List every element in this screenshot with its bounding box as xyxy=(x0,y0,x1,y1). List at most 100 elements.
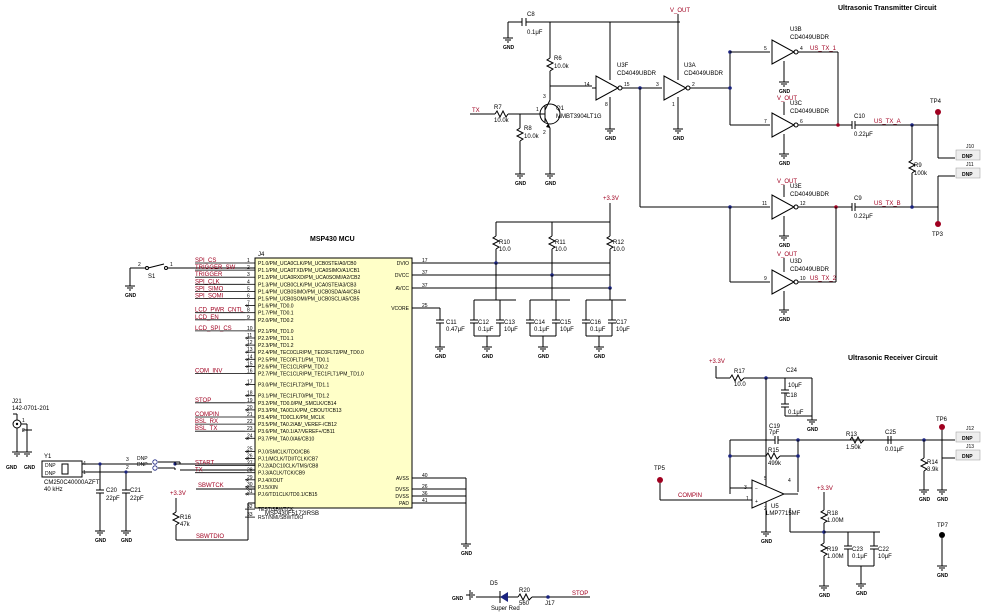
mcu-pin-name: VCORE xyxy=(391,306,409,312)
svg-text:LMP7715MF: LMP7715MF xyxy=(766,511,801,517)
svg-text:GND: GND xyxy=(919,497,931,503)
u3a-inverter: U3A CD4049UBDR 3 2 1 GND xyxy=(656,63,724,142)
mcu-net-label: SPI_SOMI xyxy=(195,294,224,300)
svg-text:V_OUT: V_OUT xyxy=(777,179,797,185)
mcu-pin-number: 25 xyxy=(422,303,428,309)
mcu-pin-name: P3.7/PM_TA0.0/A6/CB10 xyxy=(258,436,315,442)
svg-text:R17: R17 xyxy=(734,369,746,375)
u3b-inverter: U3B CD4049UBDR 5 4 US_TX_1 GND xyxy=(730,27,838,95)
svg-text:DNP: DNP xyxy=(45,463,56,469)
mcu-net-label: BSL_TX xyxy=(195,426,217,432)
svg-text:C15: C15 xyxy=(560,320,572,326)
s1-switch[interactable]: S1 2 1 GND xyxy=(124,262,255,299)
mcu-pin-name: P1.5/PM_UCB0SOMI/PM_UCB0SCL/A5/CB5 xyxy=(258,297,360,303)
svg-text:2: 2 xyxy=(138,262,141,268)
svg-text:GND: GND xyxy=(545,181,557,187)
mcu-pin-name: RST/NMI/SBWTDIO xyxy=(258,515,303,521)
dnp-connector-j10: J10 DNP xyxy=(938,144,981,161)
mcu-net-label: SPI_CS xyxy=(195,258,216,264)
svg-text:1: 1 xyxy=(83,470,86,476)
svg-text:C24: C24 xyxy=(786,368,798,374)
svg-text:C23: C23 xyxy=(852,547,864,553)
svg-text:5: 5 xyxy=(764,476,767,482)
svg-text:47k: 47k xyxy=(180,522,191,528)
mcu-pin-number: 28 xyxy=(247,468,253,474)
svg-text:Q1: Q1 xyxy=(556,106,565,112)
mcu-rpin-vcore: VCORE 25 xyxy=(391,303,428,312)
svg-text:0.1μF: 0.1μF xyxy=(788,410,804,416)
svg-text:10μF: 10μF xyxy=(788,383,802,389)
mcu-pin-name: DVIO xyxy=(397,261,409,267)
svg-text:CD4049UBDR: CD4049UBDR xyxy=(790,35,830,41)
mcu-pin-number: 5 xyxy=(247,286,250,292)
c16-capacitor: C16 0.1μF xyxy=(582,300,606,336)
svg-text:C11: C11 xyxy=(446,320,457,326)
mcu-pin-number: 19 xyxy=(247,398,253,404)
svg-text:1: 1 xyxy=(746,496,749,502)
svg-text:GND: GND xyxy=(95,538,107,544)
svg-text:US_TX_1: US_TX_1 xyxy=(810,46,837,52)
svg-text:1: 1 xyxy=(536,107,539,113)
svg-text:V_OUT: V_OUT xyxy=(777,96,797,102)
no-connect-mark: × xyxy=(246,449,249,455)
mcu-pin-11: ×P2.2/PM_TD1.111 xyxy=(245,333,294,342)
svg-text:DNP: DNP xyxy=(962,172,973,178)
u3e-inverter: U3E CD4049UBDR 11 12 GND xyxy=(762,184,830,249)
tp4-testpoint: TP4 xyxy=(930,99,942,125)
svg-text:1.00M: 1.00M xyxy=(827,518,844,524)
mcu-pin-name: P2.6/PM_TEC1CLR/PM_TD0.2 xyxy=(258,364,328,370)
mcu-pin-7: ×P1.6/PM_TD0.07 xyxy=(245,301,294,310)
no-connect-mark: × xyxy=(246,436,249,442)
mcu-pin-16: P2.7/PM_TEC1CLR/PM_TEC1FLT1/PM_TD1.016CO… xyxy=(195,369,364,378)
j21-connector: J21 142-0701-201 1 2 GND GND xyxy=(6,399,50,471)
svg-text:US_TX_B: US_TX_B xyxy=(874,201,901,207)
mcu-pin-number: 8 xyxy=(247,308,250,314)
svg-text:+3.3V: +3.3V xyxy=(170,491,186,497)
svg-text:C8: C8 xyxy=(527,12,535,18)
mcu-pin-number: 21 xyxy=(247,412,253,418)
mcu-pin-name: DVSS xyxy=(395,487,409,493)
mcu-pin-name: PJ.6/TD1CLK/TD0.1/CB15 xyxy=(258,492,318,498)
svg-text:U3E: U3E xyxy=(790,184,802,190)
dnp-connector-j13: J13 DNP xyxy=(942,444,981,461)
mcu-pin-number: 18 xyxy=(247,391,253,397)
r19-resistor: R19 1.00M xyxy=(819,542,844,582)
mcu-pin-number: 11 xyxy=(247,333,252,339)
svg-text:GND: GND xyxy=(937,573,949,579)
svg-text:+3.3V: +3.3V xyxy=(817,486,833,492)
u3f-inverter: U3F CD4049UBDR 14 15 8 GND xyxy=(584,63,657,142)
mcu-pin-15: ×P2.6/PM_TEC1CLR/PM_TD0.215 xyxy=(245,361,328,370)
mcu-pin-3: P1.2/PM_UCA0RXD/PM_UCA0SOMI/A2/CB23TRIGG… xyxy=(195,272,360,281)
c14-capacitor: C14 0.1μF xyxy=(526,300,550,336)
svg-text:GND: GND xyxy=(856,591,868,597)
no-connect-mark: × xyxy=(246,408,249,414)
svg-text:TP3: TP3 xyxy=(932,232,944,238)
svg-text:R19: R19 xyxy=(827,547,839,553)
r20-resistor: R20 560 xyxy=(517,588,533,607)
r9-resistor: R9 100k xyxy=(907,125,928,207)
svg-text:499k: 499k xyxy=(768,461,782,467)
r11-resistor: R11 10.0 xyxy=(547,222,567,275)
r15-resistor: R15 499k xyxy=(765,448,782,467)
svg-text:0.1μF: 0.1μF xyxy=(590,327,606,333)
svg-text:1: 1 xyxy=(170,262,173,268)
svg-text:0.1μF: 0.1μF xyxy=(478,327,494,333)
mcu-pin-number: 2 xyxy=(247,265,250,271)
svg-text:GND: GND xyxy=(594,354,606,360)
svg-text:2: 2 xyxy=(126,465,129,471)
mcu-body xyxy=(254,257,413,509)
svg-text:GND: GND xyxy=(779,317,791,323)
svg-text:J4: J4 xyxy=(258,252,265,258)
svg-text:CD4049UBDR: CD4049UBDR xyxy=(790,267,830,273)
tp3-testpoint: TP3 xyxy=(932,221,944,238)
svg-text:Super Red: Super Red xyxy=(491,606,520,612)
mcu-pin-name: P2.7/PM_TEC1CLR/PM_TEC1FLT1/PM_TD1.0 xyxy=(258,372,364,378)
